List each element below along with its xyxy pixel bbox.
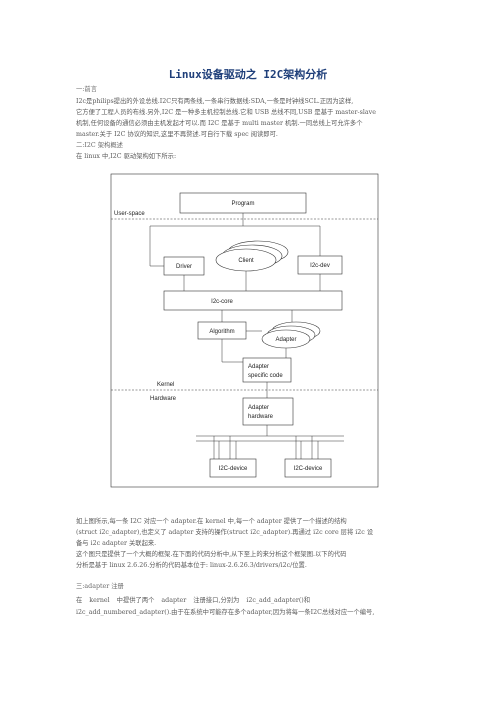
user-space-label: User-space bbox=[114, 211, 145, 217]
kernel-label: Kernel bbox=[157, 382, 174, 388]
adapter-hardware-box bbox=[242, 397, 294, 426]
driver-label: Driver bbox=[176, 264, 192, 270]
paragraph-line: master.关于 I2C 协议的知识,这里不再赘述.可自行下载 spec 阅读… bbox=[76, 131, 278, 138]
paragraph-line: 它方便了工程人员的布线.另外,I2C 是一种多主机控制总线.它和 USB 总线不… bbox=[76, 109, 376, 116]
adapter-specific-label-1: Adapter bbox=[248, 364, 269, 370]
i2c-device-label-1: I2C-device bbox=[219, 466, 248, 472]
section-heading-preface: 一:前言 bbox=[76, 86, 98, 93]
client-label: Client bbox=[238, 258, 254, 264]
section-heading-overview: 二:I2C 架构概述 bbox=[76, 142, 123, 149]
paragraph-line: 如上图所示,每一条 I2C 对应一个 adapter.在 kernel 中,每一… bbox=[76, 518, 347, 525]
algorithm-label: Algorithm bbox=[209, 329, 234, 335]
paragraph-line: 在 linux 中,I2C 驱动架构如下所示: bbox=[76, 153, 177, 160]
i2c-dev-label: I2c-dev bbox=[310, 263, 330, 269]
i2c-core-label: I2c-core bbox=[211, 299, 233, 305]
paragraph-line: 这个图只是提供了一个大概的框架.在下面的代码分析中,从下至上的来分析这个框架图.… bbox=[76, 551, 347, 558]
paragraph-line: 分析是基于 linux 2.6.26.分析的代码基本位于: linux-2.6.… bbox=[76, 562, 307, 569]
program-label: Program bbox=[231, 201, 254, 207]
hardware-label: Hardware bbox=[150, 396, 177, 402]
i2c-device-label-2: I2C-device bbox=[294, 466, 323, 472]
i2c-core-box bbox=[163, 290, 343, 311]
document-title: Linux设备驱动之 I2C架构分析 bbox=[168, 68, 328, 81]
section-heading-adapter-register: 三:adapter 注册 bbox=[76, 583, 124, 590]
paragraph-line: 机制,任何设备的通信必须由主机发起才可以.而 I2C 是基于 multi mas… bbox=[76, 120, 363, 127]
adapter-hardware-label-2: hardware bbox=[248, 414, 274, 420]
adapter-label: Adapter bbox=[275, 337, 296, 343]
paragraph-line: i2c_add_numbered_adapter().由于在系统中可能存在多个a… bbox=[76, 609, 375, 616]
paragraph-line: I2c是philips提出的外设总线.I2C只有两条线,一条串行数据线:SDA,… bbox=[76, 98, 354, 105]
adapter-hardware-label-1: Adapter bbox=[248, 405, 269, 411]
adapter-specific-code-box bbox=[242, 357, 292, 383]
paragraph-line: 备与 i2c adapter 关联起来. bbox=[76, 540, 157, 547]
i2c-device-box-1 bbox=[209, 458, 257, 478]
i2c-device-box-2 bbox=[284, 458, 332, 478]
diagram-frame bbox=[110, 173, 379, 488]
adapter-specific-label-2: specific code bbox=[248, 373, 283, 379]
paragraph-line: 在 kernel 中提供了两个 adapter 注册接口,分别为 i2c_add… bbox=[76, 597, 311, 604]
paragraph-line: (struct i2c_adapter),也定义了 adapter 支持的操作(… bbox=[76, 529, 374, 536]
